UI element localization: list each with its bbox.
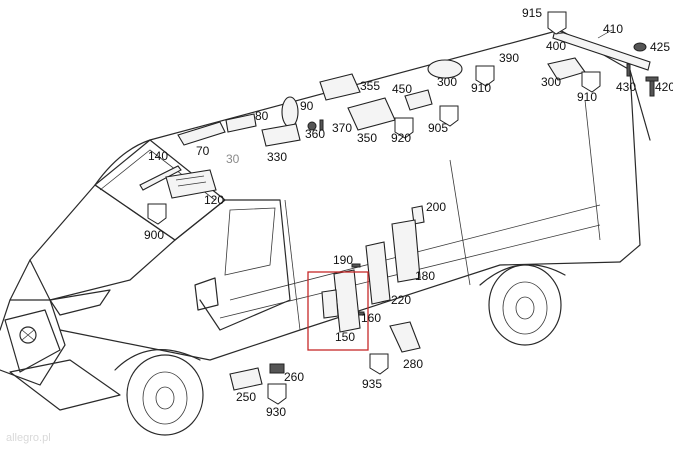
unit-350 bbox=[347, 97, 396, 131]
callout-400: 400 bbox=[546, 39, 566, 53]
tag-910a bbox=[475, 65, 495, 87]
callout-70: 70 bbox=[196, 144, 210, 158]
callout-910a: 910 bbox=[471, 81, 491, 95]
callout-360: 360 bbox=[305, 127, 325, 141]
callout-935: 935 bbox=[362, 377, 382, 391]
callout-910b: 910 bbox=[577, 90, 597, 104]
callout-350: 350 bbox=[357, 131, 377, 145]
screw-360-370 bbox=[307, 119, 324, 131]
callout-220: 220 bbox=[391, 293, 411, 307]
callout-300b: 300 bbox=[541, 75, 561, 89]
callout-150: 150 bbox=[335, 330, 355, 344]
callout-915: 915 bbox=[522, 6, 542, 20]
clip-260 bbox=[269, 363, 285, 374]
bolt-420 bbox=[645, 76, 659, 97]
callout-labels: 915 410 400 425 390 300 910 300 910 430 … bbox=[144, 6, 673, 419]
callout-930: 930 bbox=[266, 405, 286, 419]
screw-430 bbox=[626, 63, 631, 77]
callout-425: 425 bbox=[650, 40, 670, 54]
handle-180 bbox=[391, 219, 421, 283]
callout-900: 900 bbox=[144, 228, 164, 242]
lamp-390 bbox=[427, 59, 463, 79]
roof-rail-410 bbox=[552, 29, 651, 71]
lamp-70 bbox=[177, 121, 226, 146]
callout-260: 260 bbox=[284, 370, 304, 384]
callout-370: 370 bbox=[332, 121, 352, 135]
handle-150 bbox=[321, 269, 361, 333]
tag-910b bbox=[581, 71, 601, 93]
lamp-330 bbox=[261, 123, 301, 147]
tag-915-group bbox=[547, 11, 567, 35]
tag-930 bbox=[267, 383, 287, 405]
callout-300a: 300 bbox=[437, 75, 457, 89]
callout-280: 280 bbox=[403, 357, 423, 371]
callout-330: 330 bbox=[267, 150, 287, 164]
callout-920: 920 bbox=[391, 131, 411, 145]
callout-190: 190 bbox=[333, 253, 353, 267]
handle-280 bbox=[389, 321, 421, 353]
tag-905 bbox=[439, 105, 459, 127]
tag-935 bbox=[369, 353, 389, 375]
highlight-box-150 bbox=[307, 271, 369, 351]
callout-140: 140 bbox=[148, 149, 168, 163]
lamp-90 bbox=[281, 96, 299, 128]
callout-450: 450 bbox=[392, 82, 412, 96]
callout-90: 90 bbox=[300, 99, 314, 113]
light-250 bbox=[229, 367, 263, 391]
lamp-355 bbox=[319, 73, 361, 101]
watermark: allegro.pl bbox=[6, 432, 51, 444]
cover-220 bbox=[365, 241, 391, 305]
callout-180: 180 bbox=[415, 269, 435, 283]
console-120 bbox=[165, 169, 217, 199]
callout-30: 30 bbox=[226, 152, 240, 166]
grab-handle-140 bbox=[139, 165, 182, 191]
unit-450 bbox=[404, 89, 433, 111]
callout-430: 430 bbox=[616, 80, 636, 94]
lamp-80 bbox=[225, 113, 257, 133]
callout-80: 80 bbox=[255, 109, 269, 123]
callout-905: 905 bbox=[428, 121, 448, 135]
callout-200: 200 bbox=[426, 200, 446, 214]
callout-410: 410 bbox=[603, 22, 623, 36]
callout-390: 390 bbox=[499, 51, 519, 65]
callout-160: 160 bbox=[361, 311, 381, 325]
tag-900 bbox=[147, 203, 167, 225]
tag-920 bbox=[394, 117, 414, 139]
bolt-425 bbox=[633, 42, 647, 52]
callout-420: 420 bbox=[655, 80, 673, 94]
callout-120: 120 bbox=[204, 193, 224, 207]
callout-355: 355 bbox=[360, 79, 380, 93]
screw-190 bbox=[351, 263, 361, 268]
callout-250: 250 bbox=[236, 390, 256, 404]
